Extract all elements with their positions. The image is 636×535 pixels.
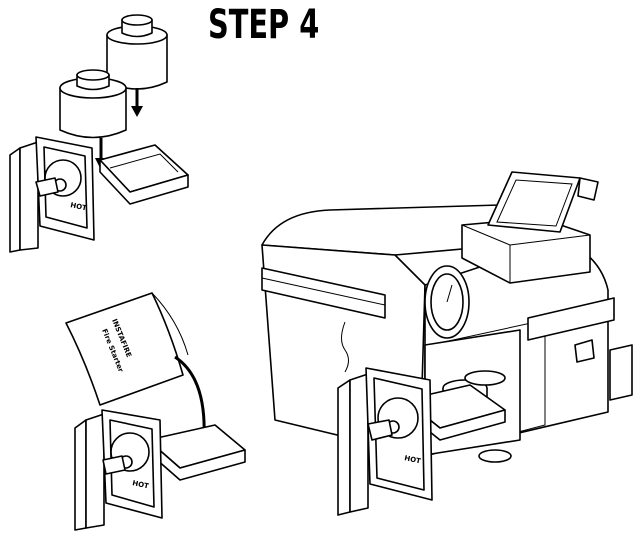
fuel-pod-back <box>106 14 168 90</box>
down-arrow <box>131 88 143 117</box>
step-title: STEP 4 <box>208 2 320 48</box>
grill-machine: HOT <box>261 171 633 516</box>
door-hot-label-3: HOT <box>404 454 422 465</box>
door-hot-label: HOT <box>70 201 88 212</box>
firebox-bottom: HOT <box>74 409 246 531</box>
firebox-top: HOT <box>9 136 189 253</box>
door-hot-label-2: HOT <box>132 479 150 490</box>
fire-starter-pouch: INSTAFIRE Fire Starter <box>65 292 189 406</box>
fuel-pod-front <box>59 69 127 139</box>
